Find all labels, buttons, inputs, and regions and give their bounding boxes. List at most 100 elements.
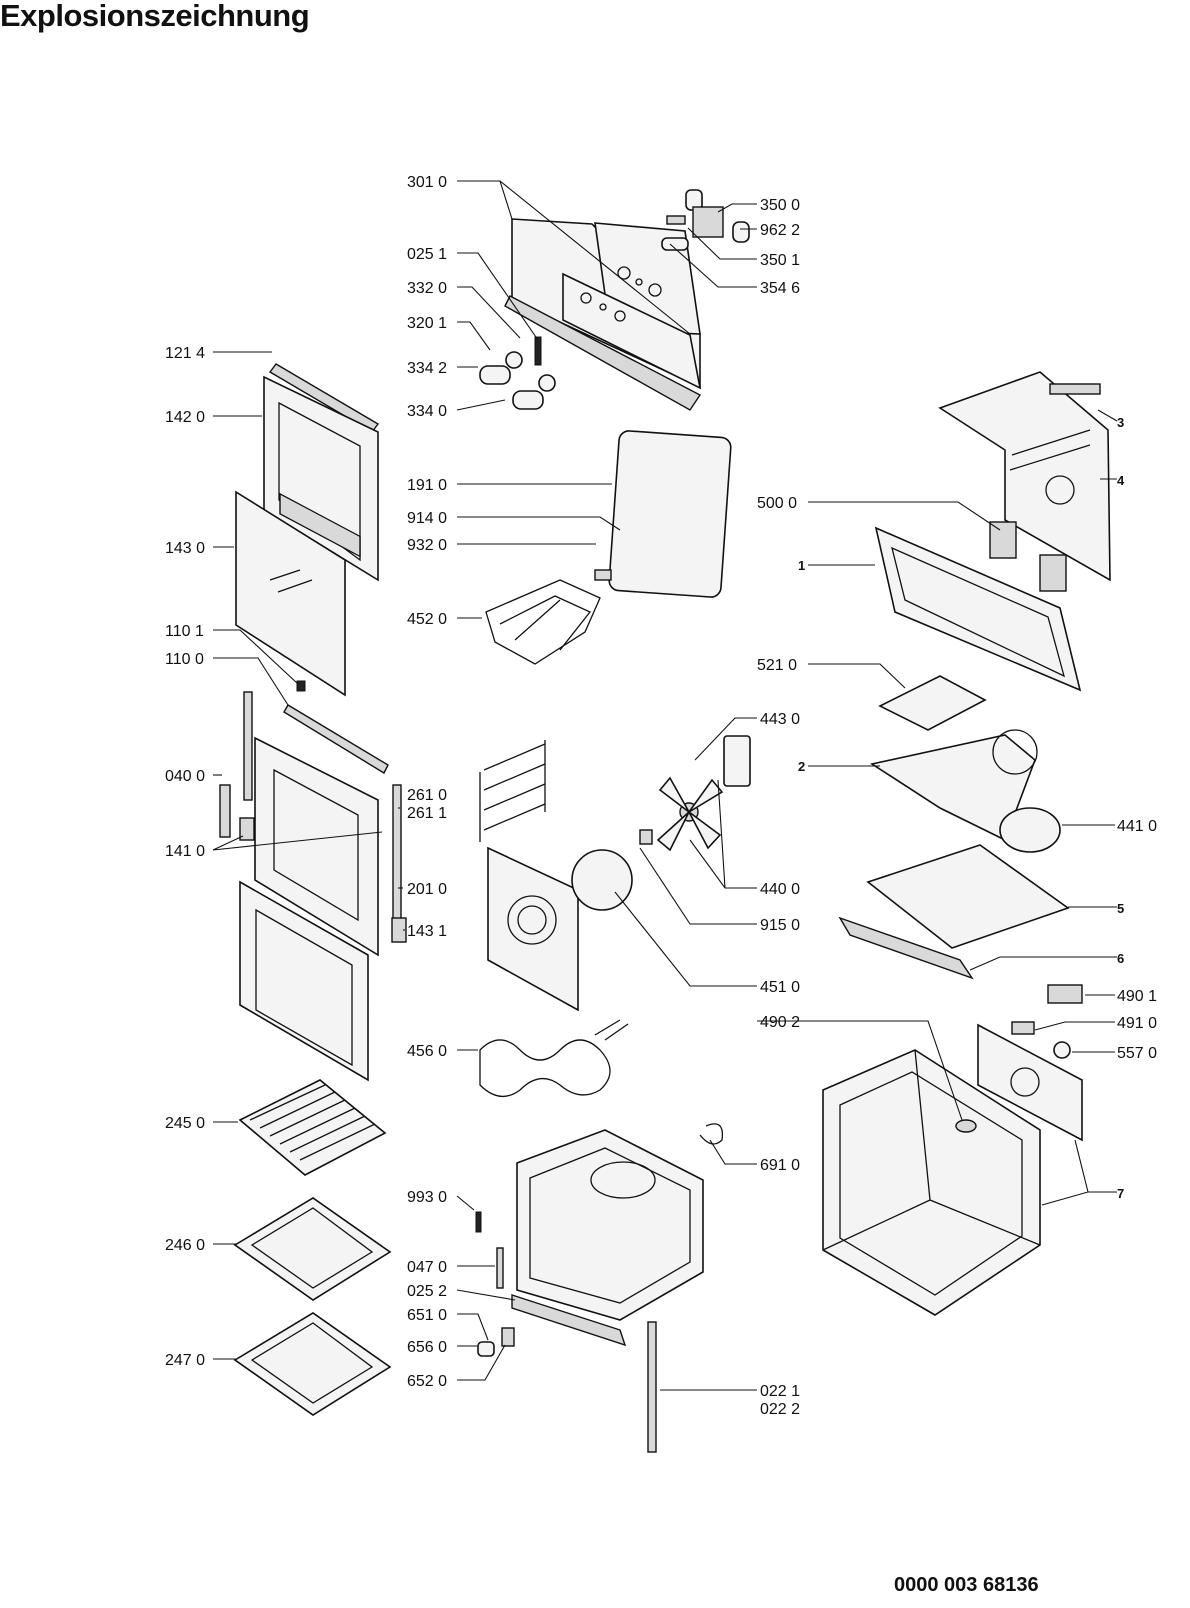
label-350-1: 350 1 — [760, 252, 800, 269]
label-443-0: 443 0 — [760, 711, 800, 728]
hinge-part — [219, 784, 231, 838]
terminal-part — [1011, 1021, 1035, 1035]
label-247-0: 247 0 — [165, 1352, 205, 1369]
label-040-0: 040 0 — [165, 768, 205, 785]
label-932-0: 932 0 — [407, 537, 447, 554]
label-652-0: 652 0 — [407, 1373, 447, 1390]
label-142-0: 142 0 — [165, 409, 205, 426]
label-110-1: 110 1 — [165, 623, 204, 640]
label-025-2: 025 2 — [407, 1283, 447, 1300]
control-module-part — [878, 675, 987, 731]
page-title: Explosionszeichnung — [0, 0, 310, 33]
fan-cover-part — [487, 846, 579, 1012]
spindle-part — [534, 336, 542, 366]
indicator-lamp-part — [661, 237, 689, 251]
label-245-0: 245 0 — [165, 1115, 205, 1132]
label-022-1: 022 1 — [760, 1383, 800, 1400]
shelf-supports-part — [479, 740, 546, 842]
control-panel-assembly — [479, 189, 750, 411]
bushing-part — [639, 829, 653, 845]
hinge-rail-part — [243, 691, 253, 801]
wire-rack-part — [238, 1079, 387, 1176]
label-521-0: 521 0 — [757, 657, 797, 674]
label-5: 5 — [1117, 901, 1124, 916]
back-wall-part — [977, 1023, 1083, 1142]
label-334-2: 334 2 — [407, 360, 447, 377]
screw-part — [475, 1211, 482, 1233]
clip-part — [391, 917, 407, 943]
label-1: 1 — [798, 558, 805, 573]
strip-part — [496, 1247, 504, 1289]
label-557-0: 557 0 — [1117, 1045, 1157, 1062]
label-6: 6 — [1117, 951, 1124, 966]
door-assembly — [219, 363, 407, 1082]
oven-cavity — [475, 1123, 724, 1453]
label-334-0: 334 0 — [407, 403, 447, 420]
thermal-fuse-part — [955, 1119, 977, 1133]
label-191-0: 191 0 — [407, 477, 447, 494]
switch-module-part — [989, 521, 1017, 559]
hinge-bracket-part — [239, 817, 255, 841]
label-456-0: 456 0 — [407, 1043, 447, 1060]
clip-part — [296, 680, 306, 692]
fan-blade-part — [656, 776, 724, 852]
trays — [233, 1079, 392, 1416]
label-451-0: 451 0 — [760, 979, 800, 996]
label-022-2: 022 2 — [760, 1401, 800, 1418]
sensor-part — [699, 1123, 724, 1145]
door-trim-part — [283, 704, 389, 774]
fan-motor-part — [723, 735, 751, 787]
rear-panel-part — [938, 371, 1111, 582]
label-440-0: 440 0 — [760, 881, 800, 898]
knob-ring-part — [538, 374, 556, 392]
part-labels: 301 0 350 0 962 2 350 1 354 6 025 1 332 … — [165, 174, 1157, 1418]
heating-ring-part — [571, 849, 633, 911]
cooling-duct-part — [869, 734, 1036, 842]
door-vent-part — [279, 492, 361, 558]
side-strip-part — [647, 1321, 657, 1453]
label-441-0: 441 0 — [1117, 818, 1157, 835]
thermostat-part — [1047, 984, 1083, 1004]
front-strip-part — [511, 1294, 627, 1347]
label-121-4: 121 4 — [165, 345, 205, 362]
panel-trim-strip-part — [504, 295, 702, 411]
panel-frame-part — [562, 272, 702, 390]
label-354-6: 354 6 — [760, 280, 800, 297]
document-number: 0000 003 68136 — [894, 1574, 1039, 1596]
air-guide-part — [838, 916, 974, 980]
label-452-0: 452 0 — [407, 611, 447, 628]
deep-tray-part — [233, 1312, 392, 1416]
leader-lines — [212, 180, 1118, 1391]
cavity-part — [516, 1129, 704, 1321]
inner-glass-part — [239, 880, 369, 1082]
cooling-fan-part — [999, 807, 1061, 853]
label-261-1: 261 1 — [407, 805, 447, 822]
label-110-0: 110 0 — [165, 651, 204, 668]
switch-module-part — [1039, 554, 1067, 592]
baking-tray-part — [233, 1197, 392, 1301]
label-2: 2 — [798, 759, 805, 774]
knob-part — [477, 1341, 495, 1357]
knob-ring-part — [505, 351, 523, 369]
grill-element-part — [485, 579, 601, 665]
label-4: 4 — [1117, 473, 1125, 488]
label-047-0: 047 0 — [407, 1259, 447, 1276]
fascia-frame-part — [874, 526, 1082, 692]
label-320-1: 320 1 — [407, 315, 447, 332]
label-332-0: 332 0 — [407, 280, 447, 297]
label-915-0: 915 0 — [760, 917, 800, 934]
knob-part — [512, 390, 544, 410]
side-rail-part — [392, 784, 402, 926]
door-frame-part — [263, 375, 379, 582]
switch-part — [501, 1327, 515, 1347]
bottom-element-part — [479, 1039, 611, 1097]
label-3: 3 — [1117, 415, 1124, 430]
label-500-0: 500 0 — [757, 495, 797, 512]
inner-door-frame-part — [254, 736, 379, 957]
door-seal-part — [608, 430, 732, 598]
label-656-0: 656 0 — [407, 1339, 447, 1356]
label-143-0: 143 0 — [165, 540, 205, 557]
switch-part — [666, 215, 686, 225]
label-490-1: 490 1 — [1117, 988, 1157, 1005]
label-143-1: 143 1 — [407, 923, 447, 940]
